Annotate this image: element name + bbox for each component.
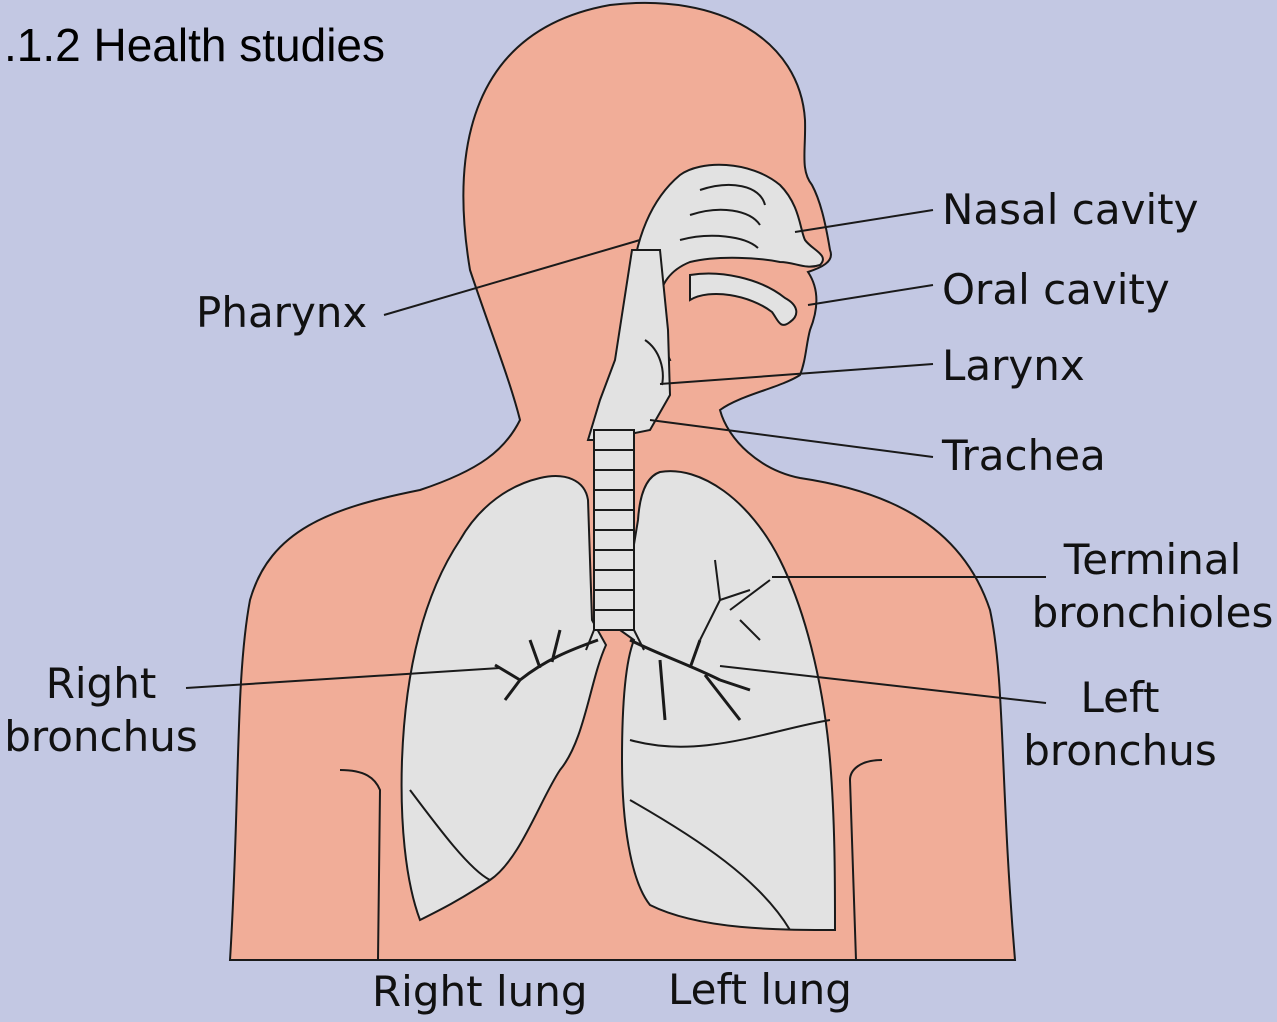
label-pharynx: Pharynx [196, 287, 367, 340]
label-oral-cavity: Oral cavity [942, 264, 1170, 317]
label-trachea: Trachea [942, 430, 1106, 483]
label-right-lung: Right lung [372, 966, 588, 1019]
slide-title: .1.2 Health studies [4, 18, 385, 72]
label-right-bronchus: Right bronchus [2, 658, 200, 763]
label-larynx: Larynx [942, 340, 1085, 393]
label-left-lung: Left lung [668, 964, 852, 1017]
label-left-bronchus-line2: bronchus [1020, 725, 1220, 778]
label-terminal-bronchioles-line1: Terminal [1030, 534, 1275, 587]
label-left-bronchus: Left bronchus [1020, 672, 1220, 777]
label-terminal-bronchioles: Terminal bronchioles [1030, 534, 1275, 639]
label-right-bronchus-line1: Right [2, 658, 200, 711]
label-nasal-cavity: Nasal cavity [942, 184, 1198, 237]
label-right-bronchus-line2: bronchus [2, 711, 200, 764]
label-terminal-bronchioles-line2: bronchioles [1030, 587, 1275, 640]
label-left-bronchus-line1: Left [1020, 672, 1220, 725]
